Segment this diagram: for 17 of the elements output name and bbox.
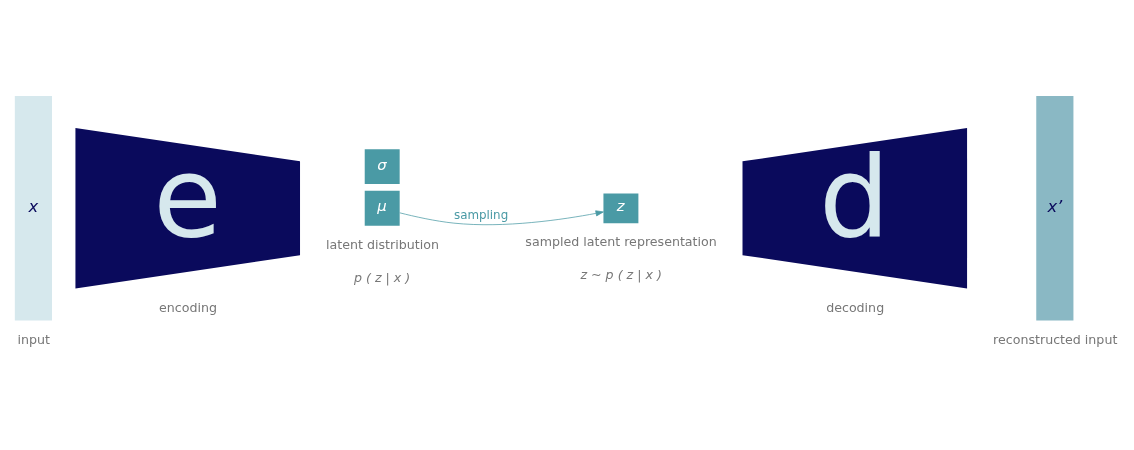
node-box: σ	[364, 149, 400, 185]
label: z ~ p ( z | x )	[580, 266, 662, 282]
label: p ( z | x )	[353, 269, 411, 285]
arrow	[399, 210, 604, 226]
node-box: e	[75, 127, 301, 289]
label: latent distribution	[326, 237, 439, 253]
node-label: input	[17, 331, 50, 347]
node-box: μ	[364, 190, 400, 226]
node-box: x	[14, 95, 52, 321]
edge-label: sampling	[453, 208, 509, 223]
node-box: d	[742, 127, 968, 289]
node-label: encoding	[159, 299, 218, 315]
node-box: z	[603, 193, 639, 224]
node-label: reconstructed input	[993, 331, 1118, 347]
label: sampled latent representation	[525, 234, 717, 250]
node-label: decoding	[826, 299, 885, 315]
node-box: x’	[1036, 95, 1074, 321]
